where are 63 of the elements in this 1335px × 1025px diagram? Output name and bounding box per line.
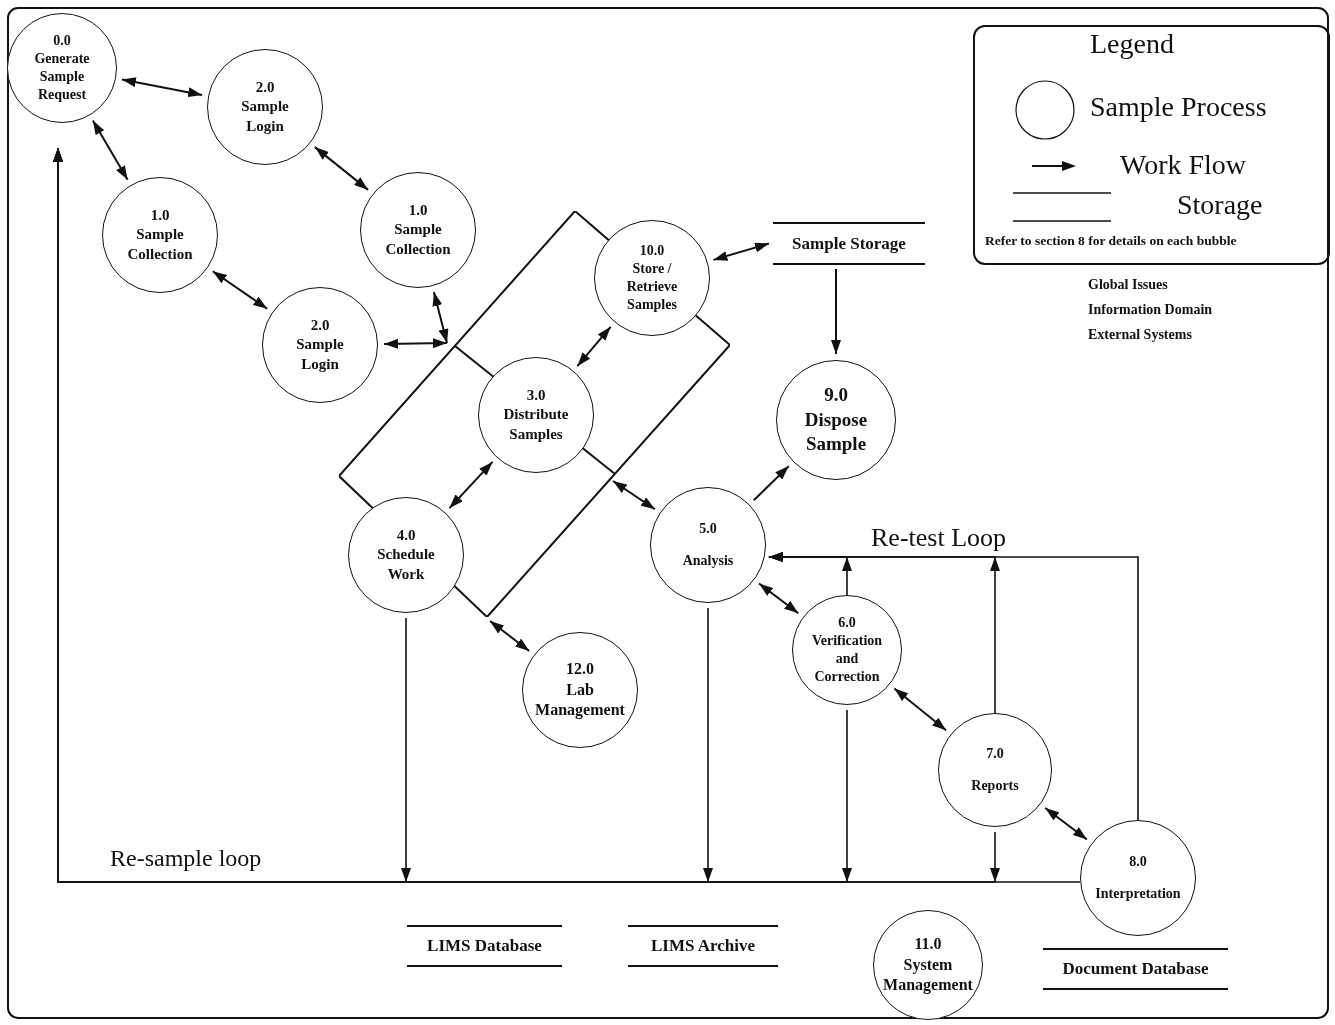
process-name: Lab Management xyxy=(534,679,626,721)
legend-title: Legend xyxy=(1090,27,1174,61)
note-text: Information Domain xyxy=(1088,302,1213,319)
process-number: 6.0 xyxy=(838,613,856,632)
process-number: 2.0 xyxy=(310,315,330,335)
arrow xyxy=(448,460,494,510)
process-name: Store / Retrieve Samples xyxy=(625,259,679,315)
arrow xyxy=(712,242,770,261)
arrow xyxy=(91,119,129,181)
process-number: 3.0 xyxy=(526,385,546,405)
arrow xyxy=(576,325,612,368)
process-number: 12.0 xyxy=(566,658,594,679)
process-name: Reports xyxy=(971,777,1019,795)
legend-label: Storage xyxy=(1177,190,1263,221)
data-store xyxy=(628,925,778,967)
store-label: LIMS Database xyxy=(427,936,542,956)
data-store xyxy=(407,925,562,967)
process-number: 0.0 xyxy=(53,31,71,50)
store-label: Document Database xyxy=(1062,959,1209,979)
arrow xyxy=(768,552,848,596)
note-text: External Systems xyxy=(1088,327,1192,344)
process-name: Sample Collection xyxy=(384,220,452,259)
process-name: Dispose Sample xyxy=(803,407,869,457)
process-number: 1.0 xyxy=(408,200,428,220)
arrow xyxy=(1044,806,1088,841)
data-store xyxy=(1043,948,1228,990)
note-text: Global Issues xyxy=(1088,277,1168,294)
legend-note: Refer to section 8 for details on each bubble xyxy=(985,233,1237,250)
arrow xyxy=(893,687,948,732)
arrow xyxy=(489,620,531,653)
process-number: 1.0 xyxy=(150,205,170,225)
process-number: 5.0 xyxy=(699,519,717,538)
process-name: Verification and Correction xyxy=(810,631,884,687)
arrow xyxy=(758,582,800,615)
legend-label: Work Flow xyxy=(1120,150,1247,181)
process-number: 11.0 xyxy=(914,933,942,954)
arrow xyxy=(211,270,269,310)
process-number: 9.0 xyxy=(824,382,848,407)
arrow xyxy=(313,146,370,191)
process-name: Sample Login xyxy=(295,335,345,374)
process-name: Analysis xyxy=(682,552,734,570)
legend-label: Sample Process xyxy=(1090,92,1267,123)
process-name: Schedule Work xyxy=(376,545,436,584)
store-label: LIMS Archive xyxy=(650,936,756,956)
process-name: Distribute Samples xyxy=(502,405,570,444)
arrow xyxy=(432,291,449,344)
data-store xyxy=(773,222,925,265)
store-label: Sample Storage xyxy=(792,233,906,254)
process-name: System Management xyxy=(882,954,974,996)
process-number: 8.0 xyxy=(1129,852,1147,871)
process-name: Generate Sample Request xyxy=(33,49,91,105)
arrow xyxy=(752,465,790,502)
arrow xyxy=(120,77,204,98)
process-number: 4.0 xyxy=(396,525,416,545)
process-number: 2.0 xyxy=(255,77,275,97)
arrow xyxy=(383,338,448,349)
process-name: Interpretation xyxy=(1095,885,1181,903)
arrow xyxy=(831,268,841,355)
arrow xyxy=(612,480,656,511)
process-name: Sample Collection xyxy=(126,225,194,264)
process-number: 10.0 xyxy=(639,241,665,260)
process-number: 7.0 xyxy=(986,744,1004,763)
process-name: Sample Login xyxy=(240,97,290,136)
